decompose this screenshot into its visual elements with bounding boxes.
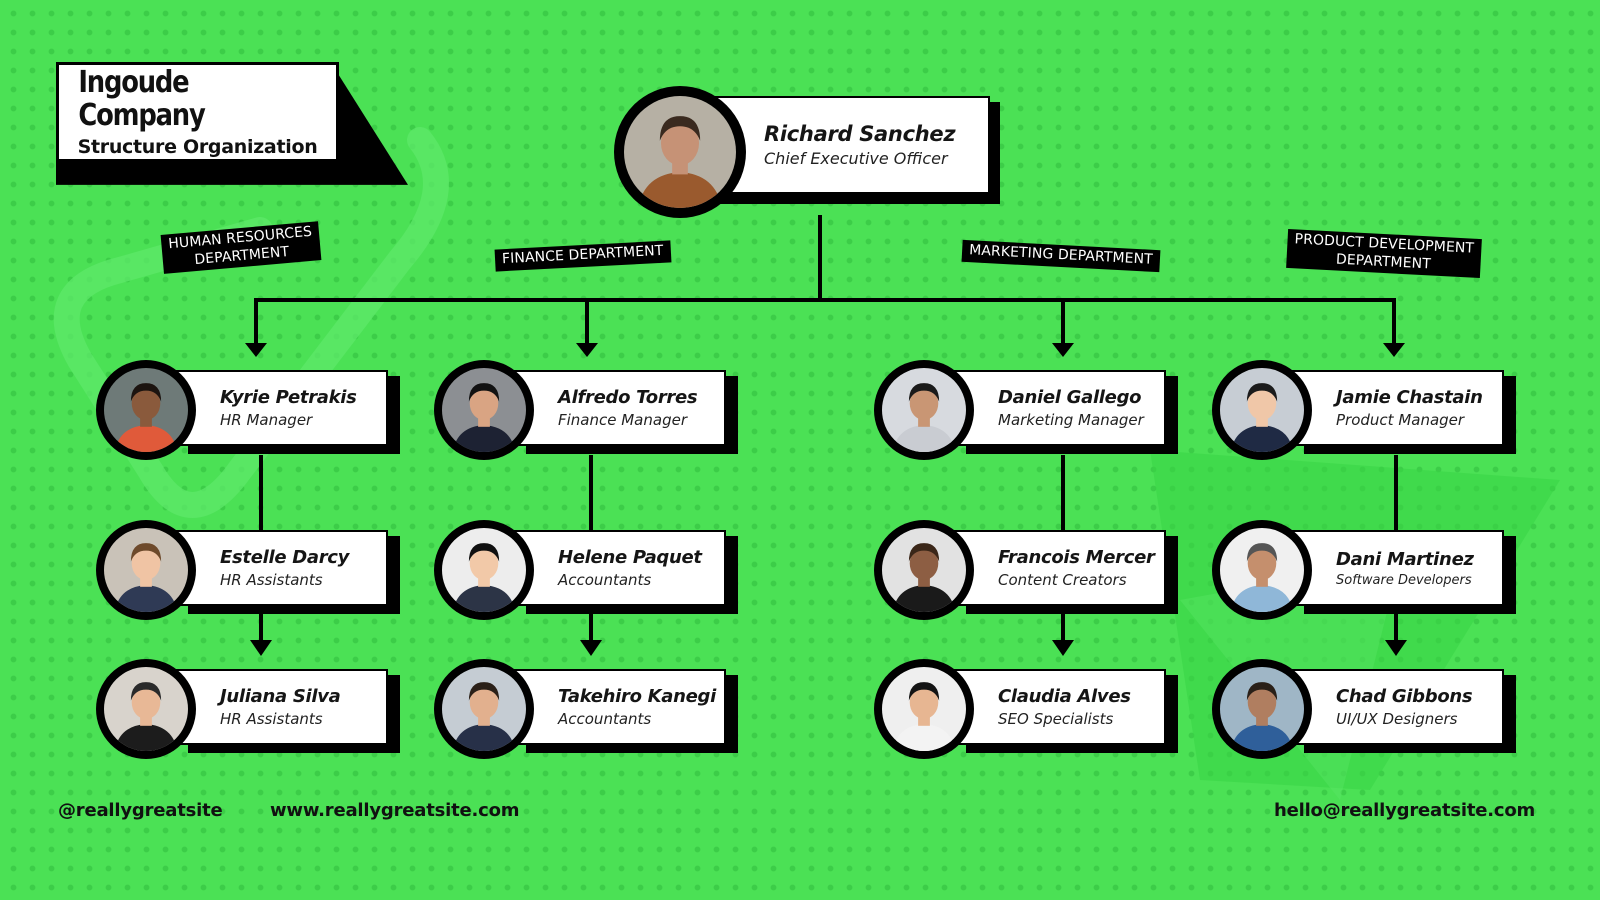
member-name: Daniel Gallego bbox=[998, 387, 1142, 408]
member-avatar bbox=[1212, 520, 1312, 620]
member-avatar bbox=[96, 659, 196, 759]
hr-sub-arrowhead bbox=[250, 640, 272, 656]
member-role: Finance Manager bbox=[558, 411, 687, 429]
member-role: HR Assistants bbox=[220, 710, 323, 728]
member-avatar bbox=[434, 520, 534, 620]
member-role: SEO Specialists bbox=[998, 710, 1114, 728]
member-name: Dani Martinez bbox=[1336, 548, 1474, 570]
product-arrowhead bbox=[1383, 343, 1405, 357]
member-avatar bbox=[874, 360, 974, 460]
marketing-sub-arrowhead bbox=[1052, 640, 1074, 656]
member-role: Accountants bbox=[558, 710, 652, 728]
member-name: Alfredo Torres bbox=[558, 387, 698, 408]
member-name: Claudia Alves bbox=[998, 686, 1131, 707]
member-name: Jamie Chastain bbox=[1336, 387, 1483, 408]
avatar-photo bbox=[442, 368, 526, 452]
member-role: Product Manager bbox=[1336, 411, 1465, 429]
member-avatar bbox=[96, 360, 196, 460]
title-card: Ingoude Company Structure Organization bbox=[56, 62, 339, 162]
finance-arrowhead bbox=[576, 343, 598, 357]
member-avatar bbox=[434, 659, 534, 759]
footer-email-link[interactable]: hello@reallygreatsite.com bbox=[1274, 800, 1536, 821]
member-role: Software Developers bbox=[1336, 572, 1472, 588]
avatar-photo bbox=[442, 667, 526, 751]
member-role: Content Creators bbox=[998, 571, 1127, 589]
marketing-arrowhead bbox=[1052, 343, 1074, 357]
avatar-photo bbox=[1220, 667, 1304, 751]
member-role: UI/UX Designers bbox=[1336, 710, 1458, 728]
avatar-photo bbox=[882, 667, 966, 751]
ceo-name: Richard Sanchez bbox=[764, 122, 956, 146]
member-role: HR Manager bbox=[220, 411, 313, 429]
ceo-avatar bbox=[614, 86, 746, 218]
avatar-photo bbox=[1220, 528, 1304, 612]
avatar-photo bbox=[104, 368, 188, 452]
member-name: Estelle Darcy bbox=[220, 547, 350, 568]
footer-website-link[interactable]: www.reallygreatsite.com bbox=[270, 800, 520, 821]
finance-sub-arrowhead bbox=[580, 640, 602, 656]
member-avatar bbox=[96, 520, 196, 620]
member-name: Chad Gibbons bbox=[1336, 686, 1473, 707]
member-avatar bbox=[1212, 360, 1312, 460]
footer-social-handle[interactable]: @reallygreatsite bbox=[58, 800, 223, 821]
page-subtitle: Structure Organization bbox=[77, 136, 318, 158]
member-name: Helene Paquet bbox=[558, 547, 702, 568]
member-role: Accountants bbox=[558, 571, 652, 589]
avatar-photo bbox=[104, 528, 188, 612]
avatar-photo bbox=[882, 528, 966, 612]
ceo-role: Chief Executive Officer bbox=[764, 149, 948, 168]
member-name: Kyrie Petrakis bbox=[220, 387, 357, 408]
avatar-photo bbox=[104, 667, 188, 751]
company-name: Ingoude Company bbox=[78, 65, 205, 133]
member-name: Juliana Silva bbox=[220, 686, 341, 707]
avatar-photo bbox=[624, 96, 736, 208]
member-role: Marketing Manager bbox=[998, 411, 1144, 429]
member-role: HR Assistants bbox=[220, 571, 323, 589]
member-avatar bbox=[874, 520, 974, 620]
avatar-photo bbox=[442, 528, 526, 612]
avatar-photo bbox=[1220, 368, 1304, 452]
member-avatar bbox=[874, 659, 974, 759]
hr-arrowhead bbox=[245, 343, 267, 357]
member-avatar bbox=[434, 360, 534, 460]
product-sub-arrowhead bbox=[1385, 640, 1407, 656]
member-name: Francois Mercer bbox=[998, 547, 1155, 568]
member-avatar bbox=[1212, 659, 1312, 759]
member-name: Takehiro Kanegi bbox=[558, 686, 716, 707]
avatar-photo bbox=[882, 368, 966, 452]
